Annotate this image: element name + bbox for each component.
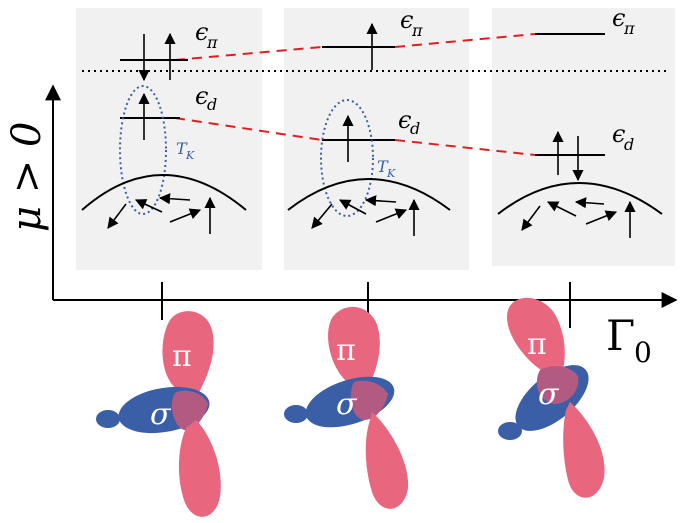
epsilon-pi-sub-3: π [623,19,635,38]
tk-label-2: T [377,157,389,176]
pi-lobe-top [162,311,214,398]
epsilon-d-label-3: ϵ [612,120,625,148]
panel-3 [492,8,675,266]
tk-sub-2: K [386,167,396,180]
orbital-sigma-label-2: σ [336,387,358,422]
conduction-spins-3 [521,197,636,238]
epsilon-pi-sub-2: π [411,21,423,40]
conduction-spins-1 [107,193,216,234]
level-connectors [174,33,536,156]
orbital-3: π σ [498,297,605,498]
pi-lobe-bottom [178,420,221,517]
orbital-pi-label-1: π [172,339,192,374]
orbital-pi-label-2: π [336,333,356,368]
pi-lobe-top [506,297,565,380]
epsilon-pi-sub-1: π [206,33,218,52]
pi-lobe-top [328,306,380,392]
epsilon-d-sub-3: d [624,135,634,154]
orbital-sigma-label-3: σ [538,377,560,412]
orbital-sigma-label-1: σ [150,397,172,432]
pi-lobe-bottom [563,402,605,498]
kondo-cloud-1 [119,85,167,215]
panel-1 [76,8,262,270]
epsilon-d-label-2: ϵ [398,106,411,134]
x-axis-label-sub: 0 [634,336,652,369]
sigma-lobe-small [284,405,308,423]
sigma-lobe-small [498,422,522,440]
epsilon-d-label-1: ϵ [195,82,208,110]
orbital-pi-label-3: π [527,327,547,362]
y-axis-label: μ > 0 [4,122,50,232]
epsilon-pi-label-1: ϵ [195,18,208,46]
sigma-lobe-small [96,410,120,428]
orbital-2: π σ [284,306,409,509]
x-axis-label: Γ [606,311,635,360]
orbital-1: π σ [96,311,221,517]
kondo-cloud-2 [320,99,374,217]
epsilon-d-sub-1: d [207,95,217,114]
pi-lobe-overlap [350,380,388,420]
tk-sub-1: K [185,149,195,162]
fermi-surface-3 [497,182,663,215]
epsilon-pi-label-2: ϵ [400,6,413,34]
tk-label-1: T [176,139,188,158]
epsilon-d-sub-2: d [410,119,420,138]
epsilon-pi-label-3: ϵ [612,4,625,32]
pi-lobe-overlap [171,390,208,431]
pi-lobe-overlap [536,366,579,404]
fermi-surface-1 [81,174,247,211]
conduction-spins-2 [311,195,420,236]
fermi-surface-2 [287,178,451,211]
pi-lobe-bottom [365,412,409,509]
